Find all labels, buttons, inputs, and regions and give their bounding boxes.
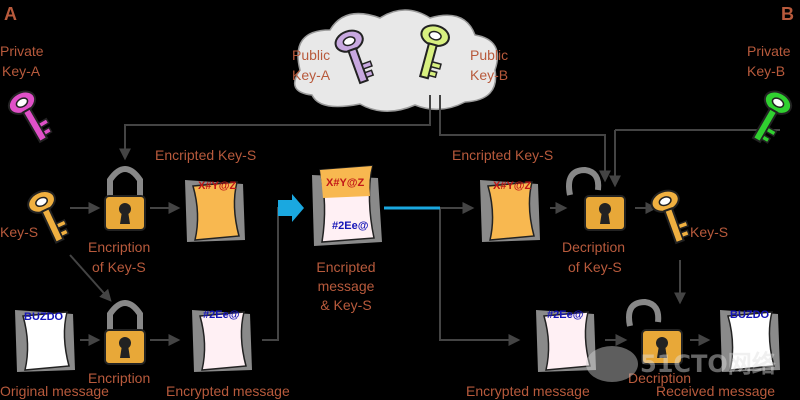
doc-encripted-key-s-right: X#Y@Z: [479, 179, 541, 243]
label-decription-key-s-1: Decription: [562, 239, 625, 255]
doc-encrypted-message-left: #2Ee@: [191, 309, 253, 373]
label-combined-2: message: [318, 278, 375, 294]
watermark-text: 51CTO网络: [640, 350, 776, 378]
label-private-key-b-1: Private: [747, 43, 791, 59]
label-received-message: Received message: [656, 383, 775, 399]
label-decription-key-s-2: of Key-S: [568, 259, 622, 275]
label-combined-3: & Key-S: [320, 297, 371, 313]
cyan-arrow: [278, 194, 304, 222]
label-key-s-right: Key-S: [690, 224, 728, 240]
label-encrypted-message-right: Encrypted message: [466, 383, 590, 399]
private-key-b-icon: [743, 86, 797, 148]
cipher-key-s-right: X#Y@Z: [493, 180, 532, 192]
unlock-decription-key-s-icon: [566, 166, 626, 231]
label-public-key-b-1: Public: [470, 47, 508, 63]
plain-original: BUZDO: [24, 311, 64, 323]
label-encription-key-s-1: Encription: [88, 239, 150, 255]
doc-received-message: BUZDO: [719, 309, 781, 373]
label-private-key-a-2: Key-A: [2, 63, 41, 79]
label-decription-message: Decription: [628, 370, 691, 386]
doc-encrypted-message-right: #2Ee@: [535, 309, 597, 373]
label-encription-message: Encription: [88, 370, 150, 386]
plain-received: BUZDO: [730, 309, 770, 321]
cipher-msg-left: #2Ee@: [203, 309, 240, 321]
doc-combined: X#Y@Z #2Ee@: [312, 165, 382, 246]
label-public-key-b-2: Key-B: [470, 67, 508, 83]
watermark: 51CTO网络: [586, 346, 776, 382]
label-encripted-key-s-left: Encripted Key-S: [155, 147, 256, 163]
lock-encription-key-s-icon: [104, 166, 146, 231]
key-s-right-icon: [647, 186, 695, 248]
label-encripted-key-s-right: Encripted Key-S: [452, 147, 553, 163]
cipher-msg-combined: #2Ee@: [332, 220, 369, 232]
lock-encription-message-icon: [104, 300, 146, 365]
label-private-key-b-2: Key-B: [747, 63, 785, 79]
cipher-key-s-combined: X#Y@Z: [326, 177, 365, 189]
label-key-s-left: Key-S: [0, 224, 38, 240]
corner-label-b: B: [781, 4, 794, 24]
label-original-message: Original message: [0, 383, 109, 399]
label-public-key-a-2: Key-A: [292, 67, 331, 83]
doc-original-message: BUZDO: [14, 309, 76, 373]
cipher-msg-right: #2Ee@: [547, 309, 584, 321]
cipher-key-s-left: X#Y@Z: [198, 180, 237, 192]
label-private-key-a-1: Private: [0, 43, 44, 59]
label-combined-1: Encripted: [316, 259, 375, 275]
label-encrypted-message-left: Encrypted message: [166, 383, 290, 399]
label-encription-key-s-2: of Key-S: [92, 259, 146, 275]
private-key-a-icon: [3, 86, 57, 148]
doc-encripted-key-s-left: X#Y@Z: [184, 179, 246, 243]
unlock-decription-message-icon: [626, 298, 683, 365]
corner-label-a: A: [4, 4, 17, 24]
label-public-key-a-1: Public: [292, 47, 330, 63]
